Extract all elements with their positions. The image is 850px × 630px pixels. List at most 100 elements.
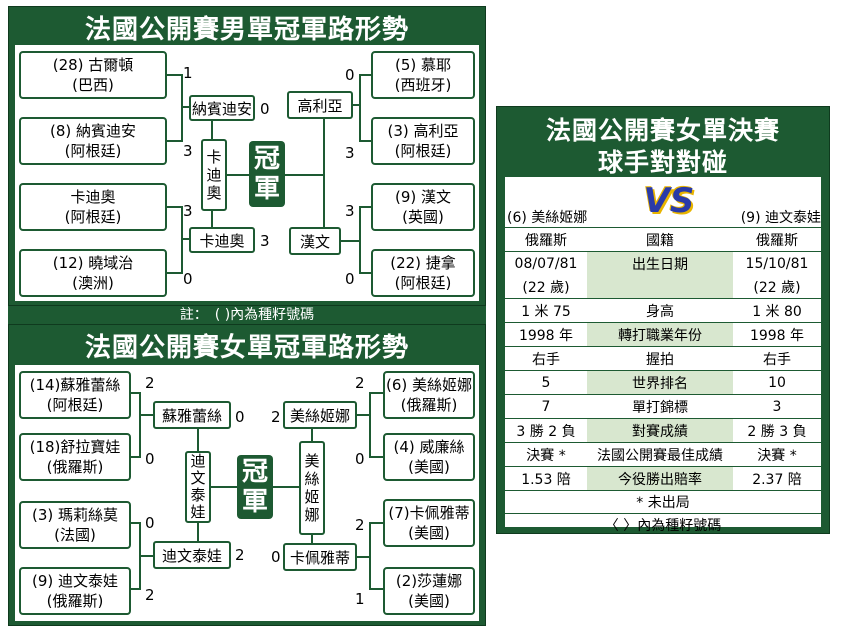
stat-row: 08/07/81 出生日期 15/10/81 — [505, 251, 821, 275]
stat-row: 7 單打錦標 3 — [505, 394, 821, 418]
player-country: (西班牙) — [394, 76, 452, 94]
left-value: 右手 — [532, 351, 560, 368]
stat-label: 今役勝出賠率 — [587, 467, 733, 490]
bracket-line — [131, 456, 141, 458]
women-player-box: (6) 美絲姬娜 (俄羅斯) — [383, 371, 475, 419]
men-player-box: (22) 捷拿 (阿根廷) — [371, 249, 475, 297]
left-value: 7 — [541, 398, 551, 415]
stat-label: 轉打職業年份 — [587, 323, 733, 346]
stat-label: 法國公開賽最佳成績 — [587, 443, 733, 466]
player-name: 卡迪奧 — [70, 188, 116, 206]
right-value: 右手 — [763, 351, 791, 368]
score: 3 — [345, 202, 355, 220]
women-player-box: (3) 瑪莉絲莫 (法國) — [19, 501, 131, 549]
men-panel: 法國公開賽男單冠軍路形勢 (28) 古爾頓 (巴西) (8) 納賓迪安 (阿根廷… — [8, 6, 486, 306]
bracket-line — [359, 206, 361, 274]
player-name: (18)舒拉寶娃 — [29, 438, 121, 456]
score: 1 — [183, 64, 193, 82]
stat-label: 握拍 — [587, 347, 733, 370]
score: 3 — [183, 142, 193, 160]
score: 0 — [183, 270, 193, 288]
men-player-box: (8) 納賓迪安 (阿根廷) — [19, 117, 167, 165]
bracket-line — [357, 414, 371, 416]
right-value: 俄羅斯 — [756, 232, 798, 249]
women-player-box: (9) 迪文泰娃 (俄羅斯) — [19, 567, 131, 615]
bracket-line — [139, 555, 153, 557]
player-country: (法國) — [54, 526, 96, 544]
right-value: 15/10/81 — [745, 255, 809, 272]
player-name: (3) 高利亞 — [387, 122, 459, 140]
women-panel: 法國公開賽女單冠軍路形勢 (14)蘇雅蕾絲 (阿根廷) (18)舒拉寶娃 (俄羅… — [8, 324, 486, 626]
bracket-line — [181, 74, 183, 142]
bracket-line — [167, 206, 181, 208]
men-title: 法國公開賽男單冠軍路形勢 — [84, 15, 409, 45]
score: 2 — [271, 408, 281, 426]
men-player-box: (9) 漢文 (英國) — [371, 183, 475, 231]
women-sf-box: 卡佩雅蒂 — [283, 543, 357, 571]
left-value: 1998 年 — [518, 327, 574, 344]
left-value: 1.53 陪 — [521, 471, 571, 488]
score: 0 — [145, 450, 155, 468]
women-player-box: (4) 威廉絲 (美國) — [383, 433, 475, 481]
bracket-line — [139, 392, 141, 458]
women-sf-box: 蘇雅蕾絲 — [153, 401, 231, 429]
stat-label: 國籍 — [587, 228, 733, 251]
player-country: (阿根廷) — [394, 142, 452, 160]
bracket-line — [359, 272, 371, 274]
right-value: 1 米 80 — [752, 303, 802, 320]
men-player-box: (5) 慕耶 (西班牙) — [371, 51, 475, 99]
finalist-name: 美絲姬娜 — [304, 452, 320, 524]
player-country: (阿根廷) — [64, 142, 122, 160]
men-bracket: (28) 古爾頓 (巴西) (8) 納賓迪安 (阿根廷) 卡迪奧 (阿根廷) (… — [15, 45, 479, 301]
stat-row: 俄羅斯 國籍 俄羅斯 — [505, 227, 821, 251]
bracket-line — [211, 211, 213, 227]
women-sf-box: 美絲姬娜 — [283, 401, 357, 429]
player-name: (12) 曉域治 — [52, 254, 134, 272]
player-name: (5) 慕耶 — [394, 56, 452, 74]
right-value: 2 勝 3 負 — [747, 423, 807, 440]
score: 0 — [355, 450, 365, 468]
stat-row: 5 世界排名 10 — [505, 370, 821, 394]
left-value: 1 米 75 — [521, 303, 571, 320]
bracket-line — [359, 140, 371, 142]
right-value: 決賽 * — [757, 447, 797, 464]
player-country: (俄羅斯) — [46, 458, 104, 476]
stat-row: (22 歲) (22 歲) — [505, 275, 821, 298]
player-country: (美國) — [408, 592, 450, 610]
player-name: (7)卡佩雅蒂 — [388, 504, 470, 522]
men-finalist-left: 卡迪奧 — [201, 139, 227, 211]
score: 2 — [235, 546, 245, 564]
stat-row: 3 勝 2 負 對賽成績 2 勝 3 負 — [505, 418, 821, 442]
right-player-name: (9) 迪文泰娃 — [740, 210, 821, 226]
stats-rows: 俄羅斯 國籍 俄羅斯 08/07/81 出生日期 15/10/81 (22 歲)… — [505, 227, 821, 536]
left-value: 3 勝 2 負 — [516, 423, 576, 440]
women-sf-box: 迪文泰娃 — [153, 541, 231, 569]
bracket-line — [131, 522, 141, 524]
score: 0 — [145, 514, 155, 532]
men-sf-box: 漢文 — [289, 227, 341, 255]
player-country: (美國) — [408, 458, 450, 476]
bracket-line — [131, 588, 141, 590]
bracket-line — [139, 414, 153, 416]
bracket-line — [181, 106, 195, 108]
score: 0 — [271, 548, 281, 566]
final-title-line1: 法國公開賽女單決賽 — [545, 116, 780, 145]
player-country: (阿根廷) — [64, 208, 122, 226]
stat-row: 1998 年 轉打職業年份 1998 年 — [505, 322, 821, 346]
bracket-line — [211, 486, 237, 488]
bracket-line — [181, 238, 195, 240]
champion-label: 冠軍 — [253, 144, 280, 204]
bracket-line — [359, 74, 361, 142]
player-name: (9) 迪文泰娃 — [31, 572, 119, 590]
score: 0 — [345, 66, 355, 84]
player-name: (9) 漢文 — [394, 188, 452, 206]
score: 1 — [355, 590, 365, 608]
right-value: (22 歲) — [753, 279, 801, 296]
women-bracket: (14)蘇雅蕾絲 (阿根廷) (18)舒拉寶娃 (俄羅斯) (3) 瑪莉絲莫 (… — [15, 365, 479, 621]
right-value: 10 — [768, 374, 786, 391]
player-country: (俄羅斯) — [400, 396, 458, 414]
bracket-line — [369, 588, 383, 590]
finalist-name: 卡迪奧 — [206, 148, 222, 202]
bracket-line — [285, 174, 325, 176]
right-value: 1998 年 — [749, 327, 805, 344]
